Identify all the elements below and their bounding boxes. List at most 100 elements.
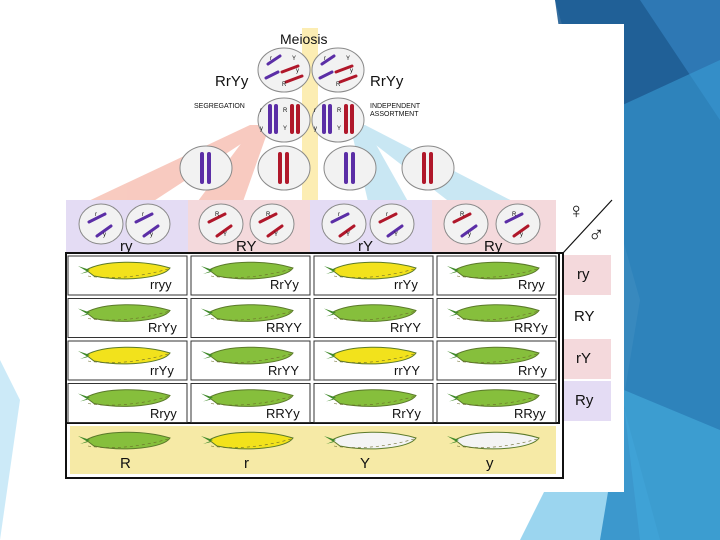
pea-pod <box>201 389 294 407</box>
pod-body <box>85 346 171 365</box>
chromosome <box>330 212 350 224</box>
pod-seam <box>210 353 292 363</box>
allele-letter: r <box>314 108 316 114</box>
pod-body <box>85 431 171 450</box>
chromosome <box>264 70 280 80</box>
pea-pod <box>78 304 171 322</box>
chromosome <box>318 70 334 80</box>
pod-body <box>208 304 294 322</box>
allele-letter: r <box>338 212 340 218</box>
pea-pod <box>324 346 417 365</box>
allele-letter: y <box>468 232 471 238</box>
allele-letter: R <box>512 212 517 218</box>
chromosome <box>215 224 233 238</box>
pea-pod <box>447 389 540 407</box>
pod-calyx <box>78 436 90 444</box>
parent-genotype-right: RrYy <box>370 73 404 90</box>
allele-letter: r <box>386 212 388 218</box>
pod-body <box>208 346 294 365</box>
row-gamete-label: rY <box>576 350 591 367</box>
pea-pod <box>78 261 171 280</box>
pod-calyx <box>78 351 90 359</box>
cell <box>257 97 311 143</box>
cell <box>257 145 311 191</box>
pod-seam <box>333 268 415 278</box>
chromosome <box>87 212 107 224</box>
chromosome <box>338 74 358 84</box>
cell <box>401 145 455 191</box>
row-gamete-label: Ry <box>575 392 594 409</box>
pod-body <box>454 431 540 450</box>
legend-allele-label: R <box>120 455 131 472</box>
allele-letter: y <box>350 68 353 74</box>
pea-pod <box>447 304 540 322</box>
cell <box>323 145 377 191</box>
pod-calyx <box>324 351 336 359</box>
column-gamete-label: RY <box>236 238 257 255</box>
pod-seam <box>210 396 292 406</box>
figure-outline <box>65 252 564 479</box>
pod-seam <box>456 353 538 363</box>
chromosome <box>134 212 154 224</box>
pod-calyx <box>324 393 336 402</box>
assortment-label: ASSORTMENT <box>370 111 419 118</box>
pod-seam <box>87 268 169 278</box>
pod-seam <box>456 396 538 406</box>
pod-body <box>331 304 417 322</box>
pod-seam <box>456 438 538 448</box>
pod-seam <box>210 311 292 321</box>
allele-letter: Y <box>346 56 350 62</box>
cell <box>321 203 367 245</box>
sex-divider-line <box>562 199 613 254</box>
chromosome <box>207 212 227 224</box>
cell <box>249 203 295 245</box>
cell <box>311 97 365 143</box>
pea-pod <box>78 431 171 450</box>
pod-seam <box>456 268 538 278</box>
row-gamete-label: RY <box>574 308 595 325</box>
allele-letter: R <box>266 212 271 218</box>
allele-letter: Y <box>283 126 287 132</box>
pod-body <box>331 389 417 407</box>
genotype-label: Rryy <box>150 406 177 421</box>
pod-seam <box>87 353 169 363</box>
allele-letter: y <box>520 232 523 238</box>
pod-seam <box>333 311 415 321</box>
allele-letter: R <box>460 212 465 218</box>
pod-calyx <box>447 266 459 274</box>
chromosome <box>95 224 113 238</box>
genotype-label: rrYY <box>394 363 420 378</box>
chromosome <box>338 224 356 238</box>
pea-pod <box>201 261 294 280</box>
pod-seam <box>333 396 415 406</box>
cell <box>443 203 489 245</box>
genotype-label: RrYy <box>518 363 547 378</box>
pod-body <box>454 346 540 365</box>
pea-pod <box>324 431 417 450</box>
chromosome <box>378 212 398 224</box>
column-gamete-label: ry <box>120 238 133 255</box>
segregation-label: SEGREGATION <box>194 103 245 110</box>
genotype-label: RrYy <box>392 406 421 421</box>
genotype-label: rrYy <box>150 363 174 378</box>
parent-genotype-left: RrYy <box>215 73 249 90</box>
pod-body <box>331 346 417 365</box>
pea-pod <box>324 304 417 322</box>
pod-body <box>85 304 171 322</box>
pea-pod <box>78 346 171 365</box>
cell <box>179 145 233 191</box>
allele-letter: Y <box>337 126 341 132</box>
chromosome <box>334 64 354 74</box>
genotype-label: RRyy <box>514 406 546 421</box>
cell <box>78 203 124 245</box>
pod-calyx <box>324 436 336 444</box>
pod-calyx <box>78 266 90 274</box>
pods-layer <box>78 261 540 450</box>
allele-letter: Y <box>274 232 278 238</box>
cell <box>198 203 244 245</box>
pod-body <box>208 261 294 280</box>
genotype-label: RrYY <box>268 363 300 378</box>
allele-letter: r <box>142 212 144 218</box>
